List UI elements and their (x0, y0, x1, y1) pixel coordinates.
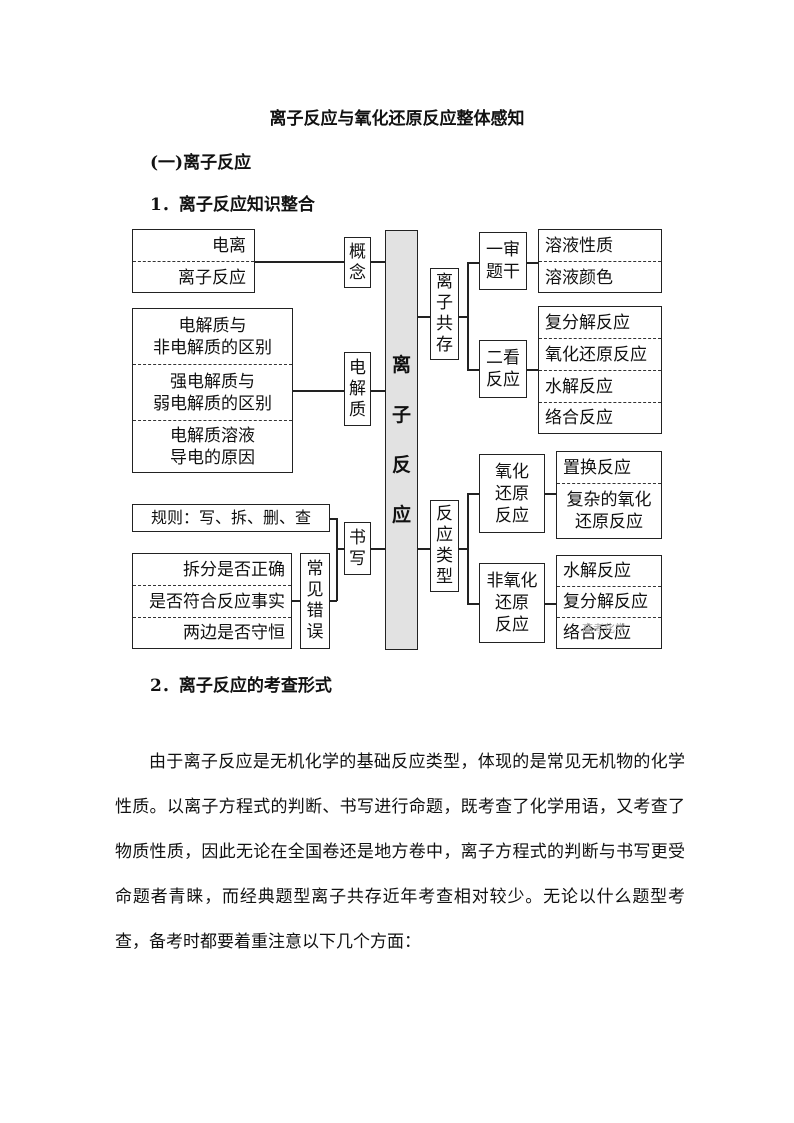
subheading-exam-forms: 2．离子反应的考查形式 (150, 676, 332, 696)
check1-item: 溶液性质 (545, 235, 613, 256)
error-label-box: 常见错误 (300, 553, 330, 649)
coexist-label-box: 离子共存 (430, 268, 459, 360)
writing-error-item: 两边是否守恒 (183, 623, 285, 643)
nonredox-item: 复分解反应 (563, 592, 648, 612)
writing-error-item: 拆分是否正确 (183, 559, 285, 580)
nonredox-item: 络合反应 (563, 623, 631, 643)
types-label-box: 反应类型 (430, 500, 459, 592)
writing-rule-box: 规则：写、拆、删、查 (132, 504, 330, 532)
check1-items-box: 溶液性质 溶液颜色 (538, 229, 662, 293)
redox-item: 复杂的氧化 还原反应 (566, 490, 652, 532)
concept-item: 离子反应 (178, 267, 246, 288)
body-paragraph: 由于离子反应是无机化学的基础反应类型，体现的是常见无机物的化学性质。以离子方程式… (115, 752, 685, 952)
writing-errors-box: 拆分是否正确 是否符合反应事实 两边是否守恒 (132, 553, 292, 649)
check2-items-box: 复分解反应 氧化还原反应 水解反应 络合反应 (538, 306, 662, 434)
electrolyte-items-box: 电解质与 非电解质的区别 强电解质与 弱电解质的区别 电解质溶液 导电的原因 (132, 308, 293, 473)
check2-item: 复分解反应 (545, 312, 630, 333)
nonredox-label-box: 非氧化 还原 反应 (479, 563, 545, 643)
nonredox-item: 水解反应 (563, 561, 631, 581)
electrolyte-item: 强电解质与 弱电解质的区别 (153, 371, 272, 414)
concept-items-box: 电离 离子反应 (132, 229, 255, 293)
writing-rule: 规则：写、拆、删、查 (150, 507, 311, 527)
writing-label-box: 书写 (344, 522, 371, 575)
concept-label-box: 概念 (344, 237, 371, 288)
check1-item: 溶液颜色 (545, 267, 613, 288)
check2-label-box: 二看 反应 (479, 340, 527, 398)
check2-item: 氧化还原反应 (545, 344, 647, 365)
writing-error-item: 是否符合反应事实 (149, 591, 285, 612)
concept-item: 电离 (212, 235, 246, 256)
redox-items-box: 置换反应 复杂的氧化 还原反应 (556, 451, 662, 539)
center-ion-reaction: 离子 反应 (385, 230, 418, 650)
electrolyte-item: 电解质溶液 导电的原因 (170, 425, 255, 468)
watermark: 高考化学 (582, 622, 626, 635)
nonredox-items-box: 水解反应 复分解反应 络合反应 (556, 555, 662, 649)
check2-item: 水解反应 (545, 376, 613, 397)
electrolyte-label-box: 电解质 (344, 352, 371, 426)
check2-item: 络合反应 (545, 408, 613, 428)
check1-label-box: 一审 题干 (479, 232, 527, 290)
center-label: 离子 反应 (391, 354, 411, 526)
electrolyte-item: 电解质与 非电解质的区别 (153, 315, 272, 358)
page-title: 离子反应与氧化还原反应整体感知 (269, 109, 525, 129)
subheading-knowledge: 1．离子反应知识整合 (150, 195, 315, 215)
redox-item: 置换反应 (563, 457, 631, 478)
section-heading: (一)离子反应 (150, 153, 252, 173)
redox-label-box: 氧化 还原 反应 (479, 454, 545, 533)
